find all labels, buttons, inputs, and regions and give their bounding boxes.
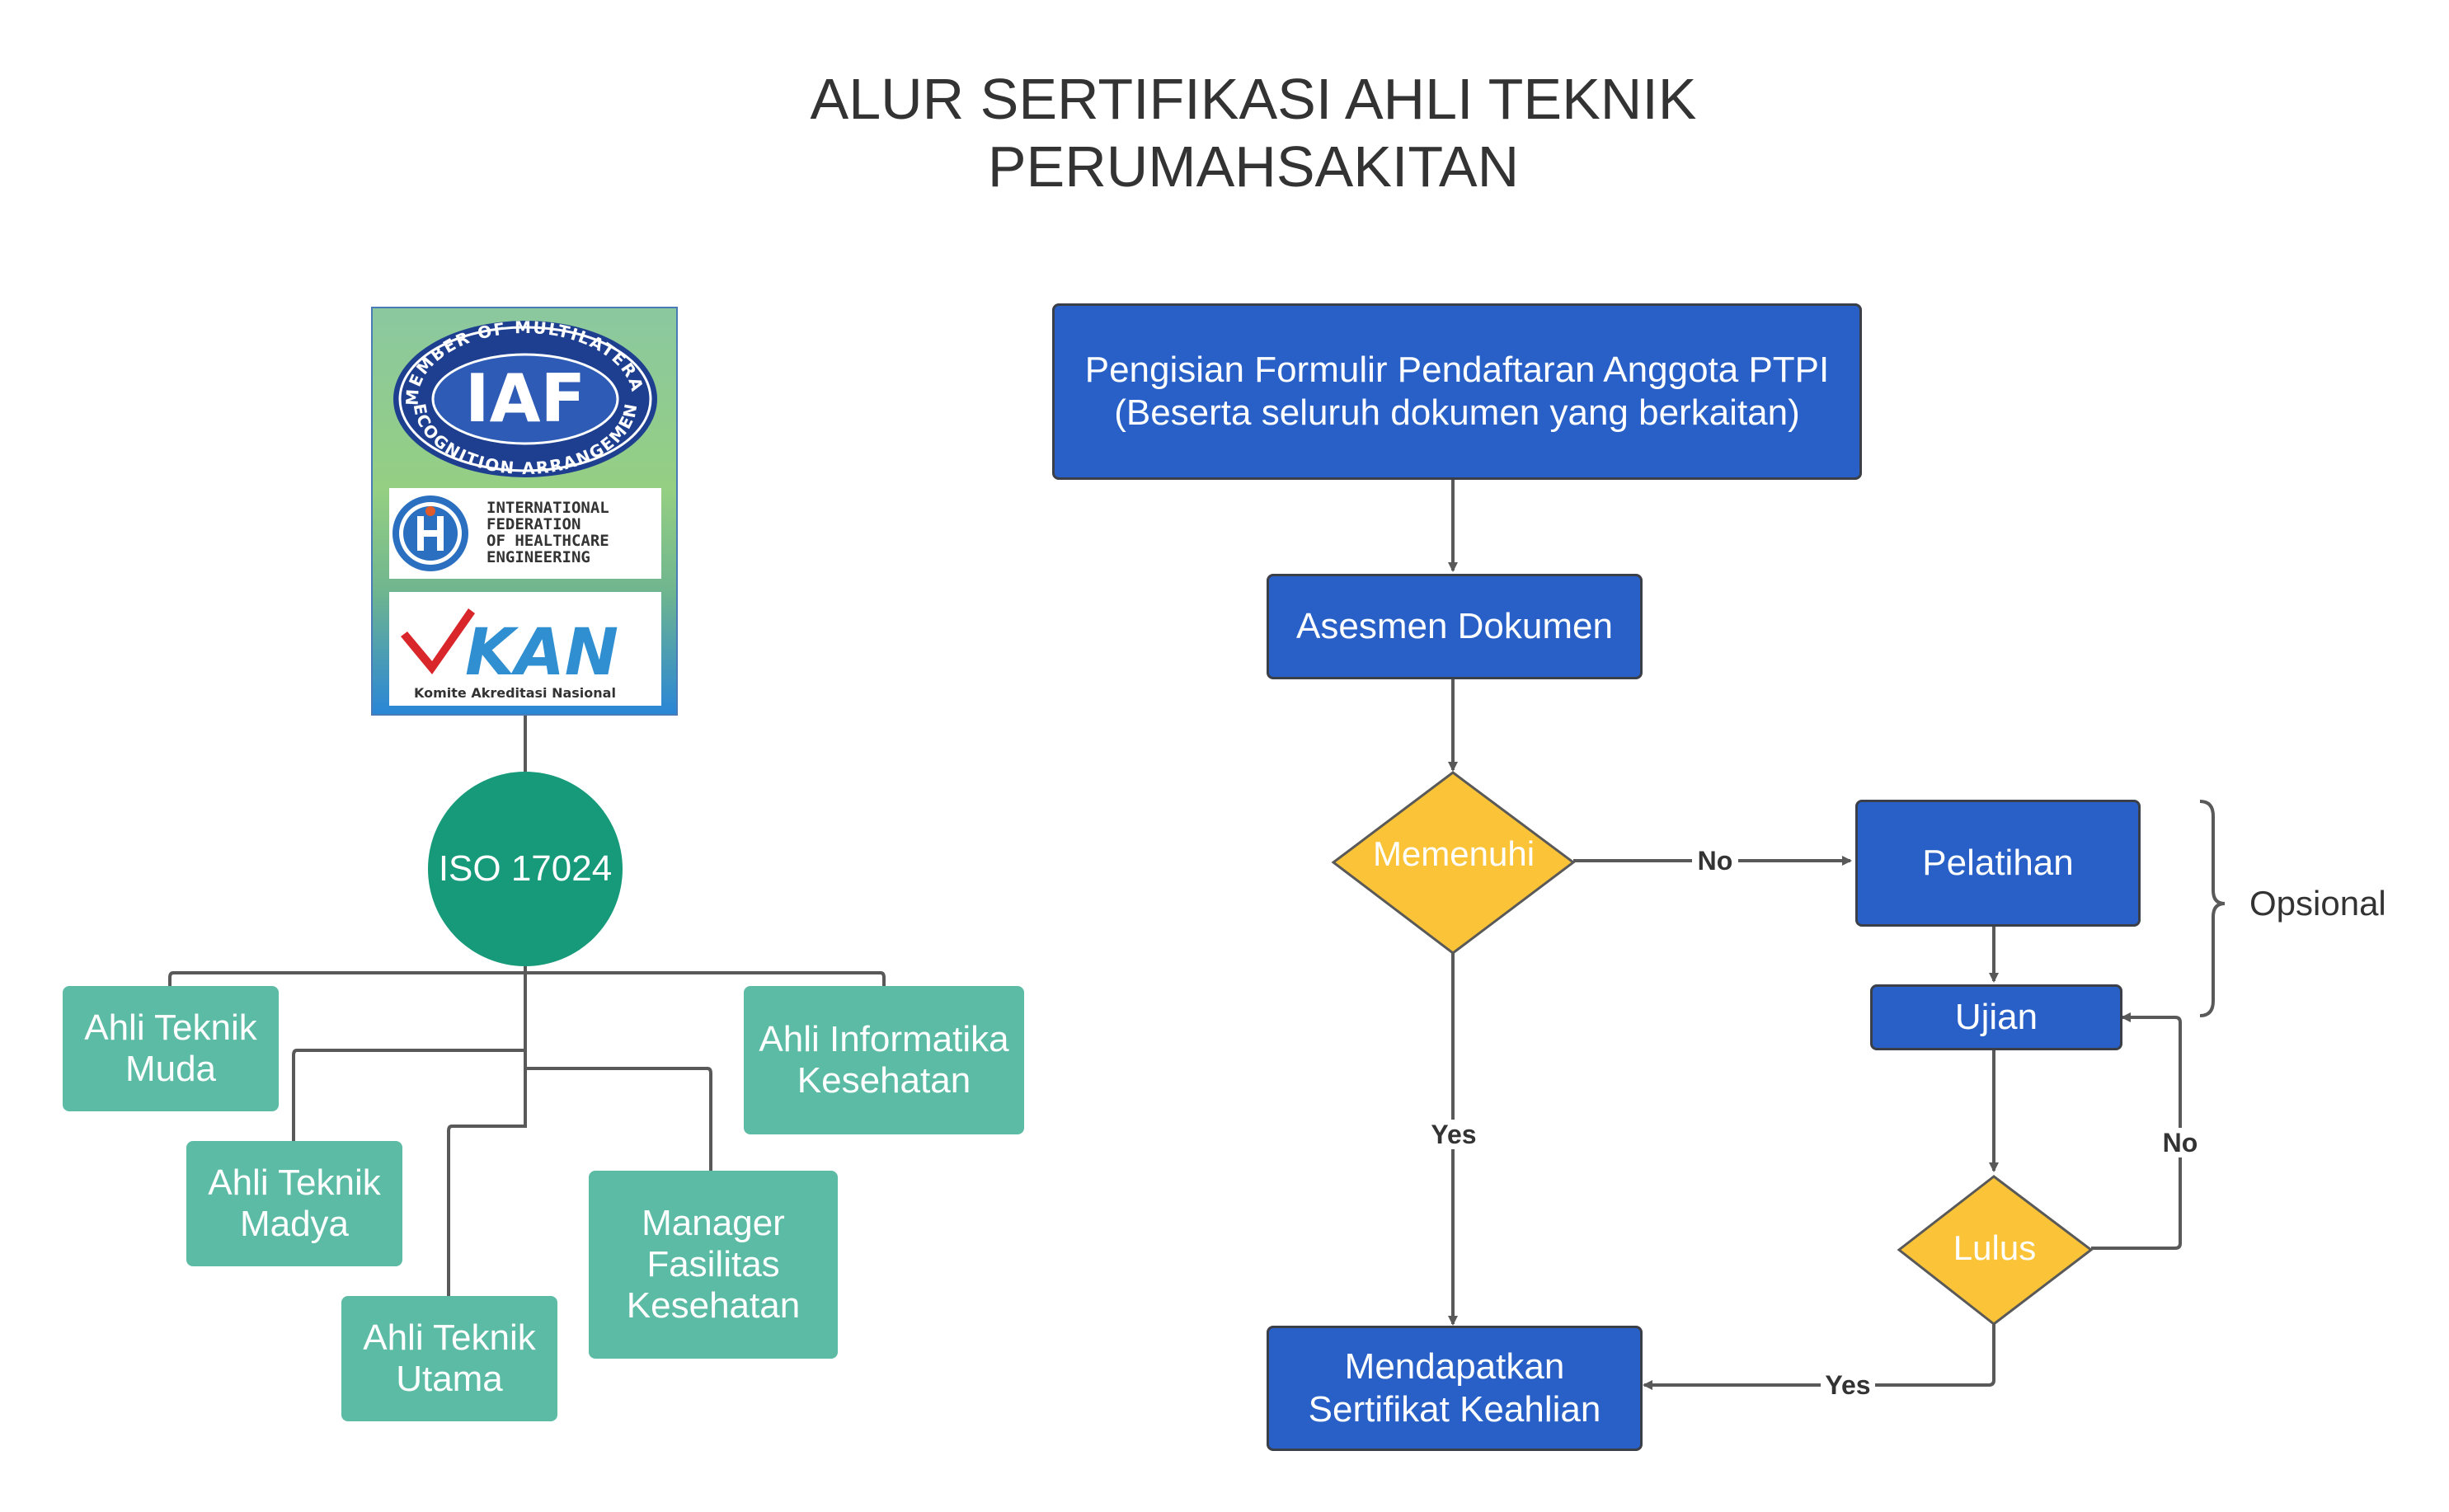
memenuhi-yes-label: Yes [1427,1120,1481,1149]
svg-text:ENGINEERING: ENGINEERING [487,548,590,566]
diagram-title-line-1: ALUR SERTIFIKASI AHLI TEKNIK [810,67,1697,131]
iso-to-manager-line [525,1067,712,1171]
diagram-title-line-2: PERUMAHSAKITAN [987,134,1520,199]
asesmen-dokumen-step: Asesmen Dokumen [1267,574,1643,679]
iaf-logo: MEMBER OF MULTILATERAL RECOGNITION ARRAN… [389,317,657,478]
iso-17024-node: ISO 17024 [428,772,623,966]
ifhe-logo: INTERNATIONAL FEDERATION OF HEALTHCARE E… [389,488,661,579]
ahli-teknik-muda-node: Ahli Teknik Muda [63,986,279,1111]
memenuhi-decision-label: Memenuhi [1372,834,1535,873]
svg-text:Komite Akreditasi Nasional: Komite Akreditasi Nasional [414,685,616,701]
pendaftaran-formulir-step: Pengisian Formulir Pendaftaran Anggota P… [1052,303,1862,480]
ujian-step: Ujian [1870,984,2122,1050]
iso-to-muda-line [168,963,527,986]
svg-text:INTERNATIONAL: INTERNATIONAL [487,499,609,517]
svg-text:FEDERATION: FEDERATION [487,515,581,533]
svg-text:IAF: IAF [465,360,585,437]
pelatihan-step: Pelatihan [1855,800,2141,927]
manager-fasilitas-kesehatan-node: Manager Fasilitas Kesehatan [589,1171,838,1359]
accreditation-logo-panel: MEMBER OF MULTILATERAL RECOGNITION ARRAN… [371,307,678,716]
memenuhi-decision-shape [1331,771,1576,955]
iso-to-utama-line [447,1050,527,1296]
memenuhi-no-label: No [1692,846,1738,876]
optional-brace [2199,800,2226,1017]
lulus-decision-shape [1897,1175,2094,1326]
lulus-yes-label: Yes [1821,1370,1875,1400]
ahli-teknik-utama-node: Ahli Teknik Utama [341,1296,557,1421]
lulus-yes-to-sertifikat-arrow [1643,1324,1995,1390]
opsional-label: Opsional [2249,884,2386,923]
iso-to-informatika-line [525,971,886,986]
lulus-no-label: No [2155,1128,2205,1157]
iso-to-madya-line [292,973,527,1141]
lulus-decision-label: Lulus [1953,1228,2037,1267]
sertifikat-keahlian-step: Mendapatkan Sertifikat Keahlian [1267,1326,1643,1451]
svg-text:KAN: KAN [465,616,618,690]
ahli-teknik-madya-node: Ahli Teknik Madya [186,1141,402,1266]
kan-logo: KAN Komite Akreditasi Nasional [389,592,661,706]
ahli-informatika-kesehatan-node: Ahli Informatika Kesehatan [744,986,1024,1134]
svg-text:OF HEALTHCARE: OF HEALTHCARE [487,532,609,550]
